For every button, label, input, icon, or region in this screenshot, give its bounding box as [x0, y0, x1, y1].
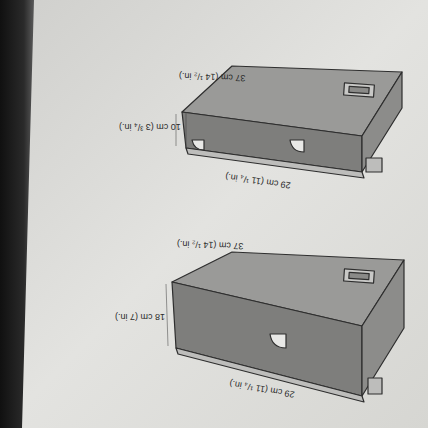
shallow-box: [182, 66, 402, 178]
dimension-label: 37 cm (14 ¹/₂ in.): [177, 238, 244, 249]
dimension-label: 10 cm (3 ³/₄ in.): [119, 122, 181, 131]
dimension-label: 18 cm (7 in.): [115, 312, 165, 321]
dimension-ticks: [166, 114, 176, 346]
dark-edge: [0, 0, 34, 428]
tall-box: [172, 252, 404, 402]
dimension-label: 37 cm (14 ¹/₂ in.): [179, 70, 246, 81]
